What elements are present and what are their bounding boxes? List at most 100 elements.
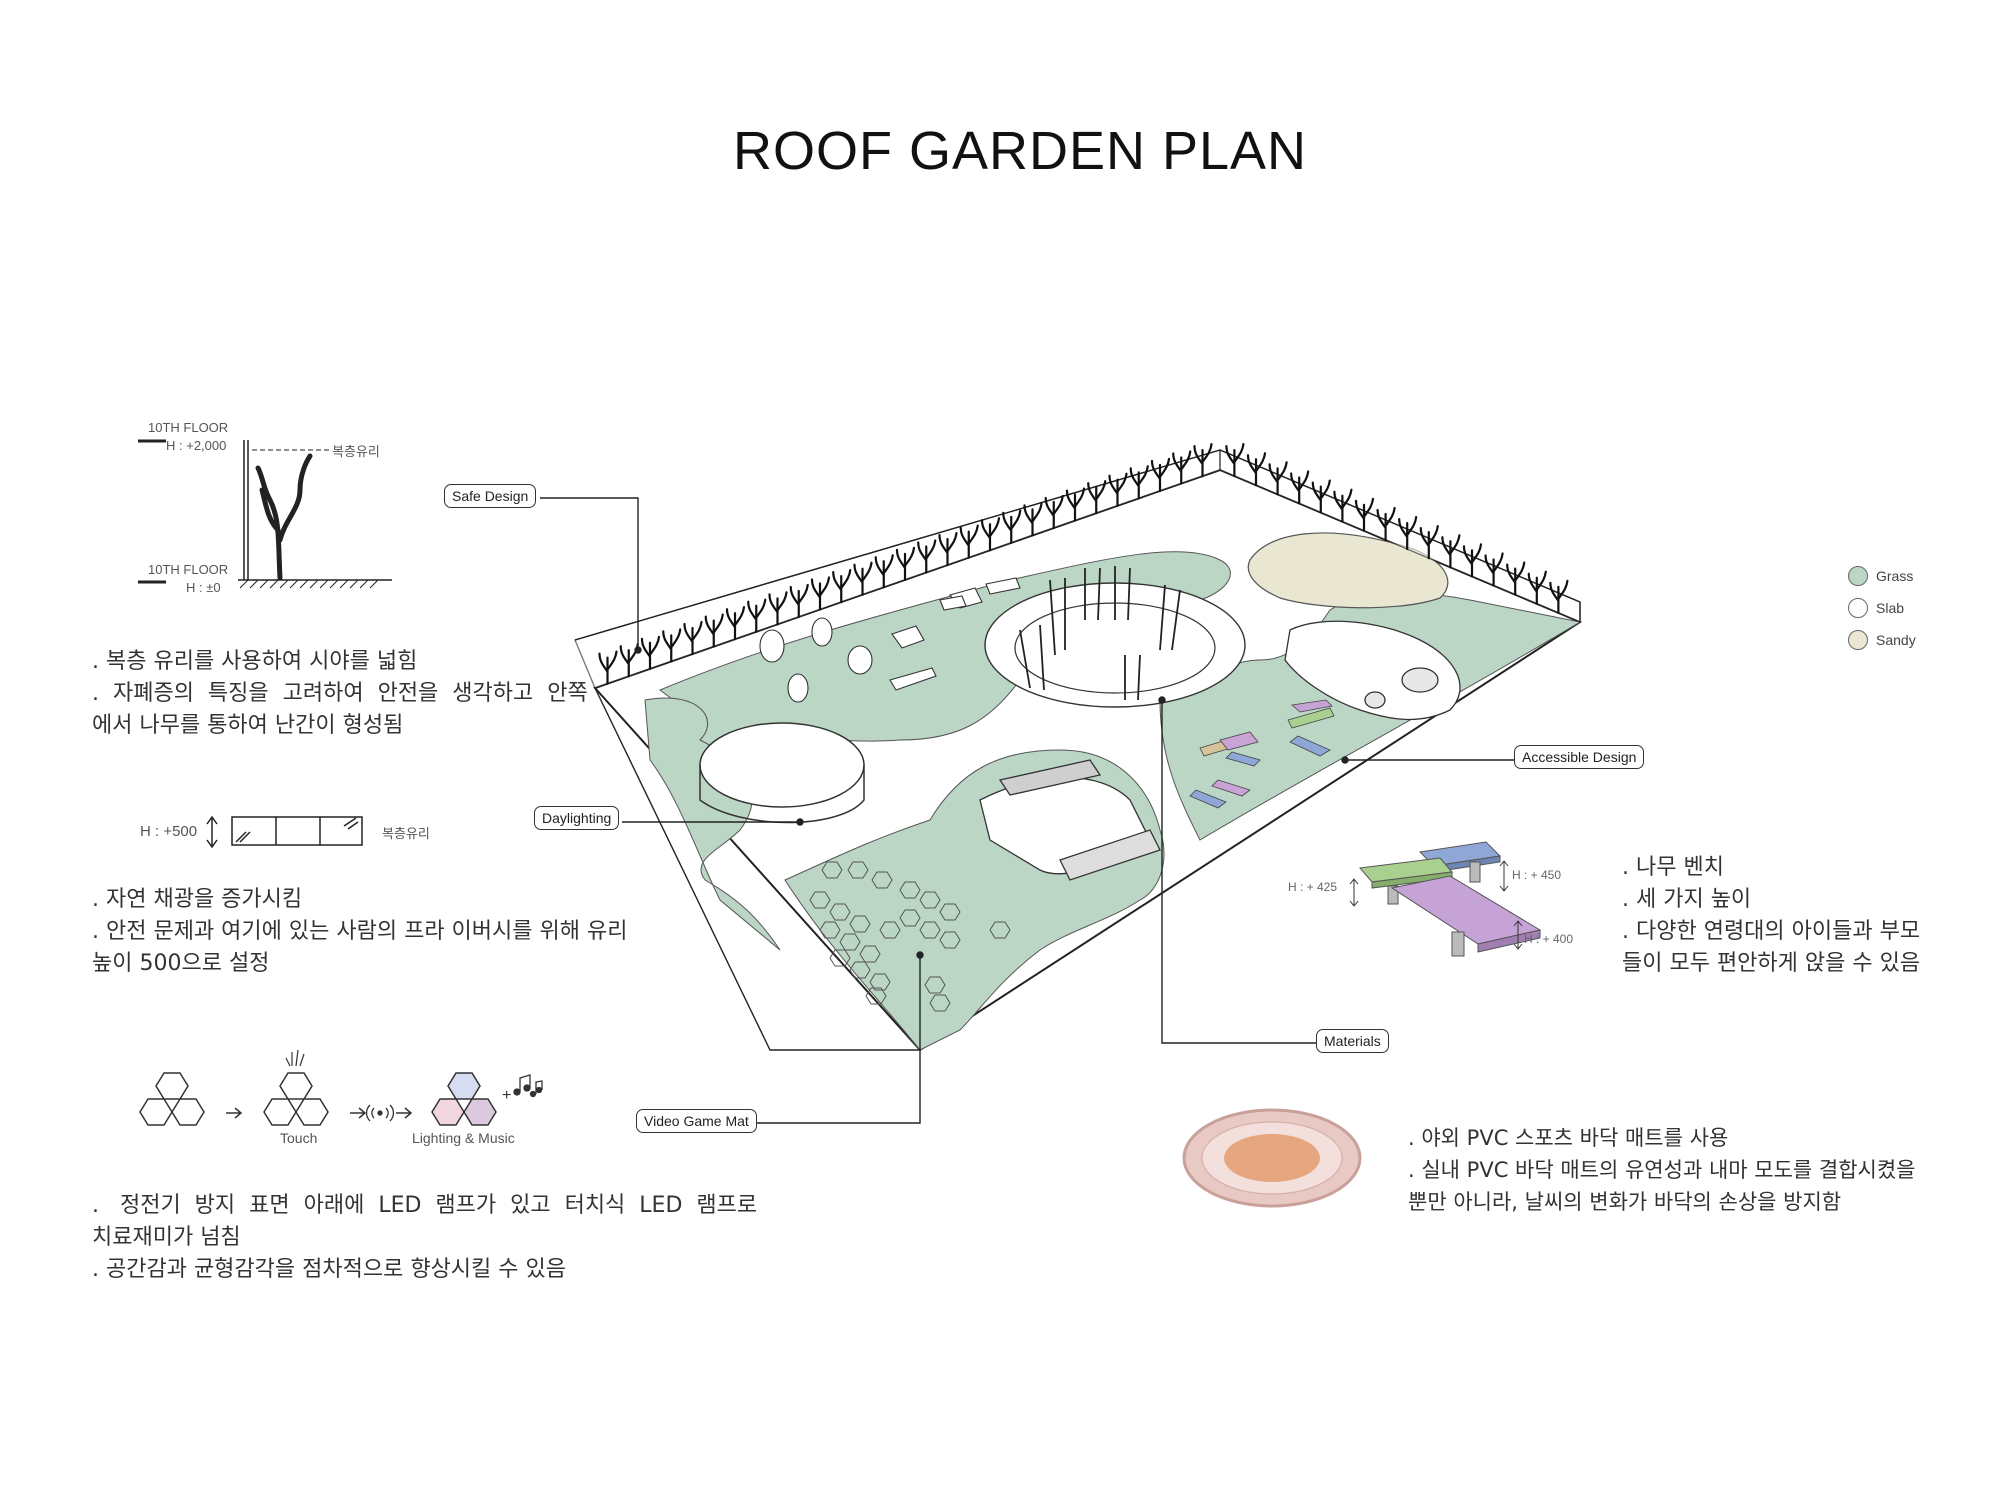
- railing-tree-icon: [874, 554, 894, 589]
- lighting-music-label: Lighting & Music: [412, 1130, 515, 1146]
- bench-height-detail: [1349, 841, 1542, 957]
- pvc-mat-detail: [1182, 1108, 1362, 1208]
- railing-tree-icon: [1193, 443, 1213, 478]
- hexagon-group-idle-icon: [139, 1072, 205, 1126]
- railing-tree-icon: [853, 561, 873, 596]
- glass-label-1: 복층유리: [332, 444, 380, 459]
- glass-wall-section-detail: [138, 439, 392, 589]
- glass-height-detail: [206, 815, 363, 849]
- railing-tree-icon: [1506, 561, 1526, 596]
- page-title: ROOF GARDEN PLAN: [732, 121, 1308, 181]
- legend: Grass Slab Sandy: [1848, 560, 1916, 656]
- section3-notes: . 정전기 방지 표면 아래에 LED 램프가 있고 터치식 LED 램프로 치…: [92, 1193, 758, 1282]
- hexagon-touch-sequence: +: [139, 1049, 543, 1126]
- railing-tree-icon: [1065, 487, 1086, 522]
- legend-item-grass: Grass: [1848, 560, 1916, 592]
- railing-tree-icon: [1398, 515, 1418, 551]
- railing-tree-icon: [917, 539, 937, 574]
- bench-purple-icon: [1390, 875, 1542, 957]
- legend-label-slab: Slab: [1876, 600, 1905, 616]
- railing-tree-icon: [768, 591, 788, 626]
- floor-bottom-label: 10TH FLOOR: [148, 562, 229, 577]
- bench-height-450: H : + 450: [1512, 868, 1562, 882]
- pvc-mat-inner: [1224, 1134, 1320, 1182]
- callout-materials: Materials: [1316, 1029, 1389, 1053]
- signal-icon: [365, 1104, 395, 1122]
- railing-tree-icon: [747, 598, 767, 633]
- tree-icon: [255, 453, 313, 581]
- hand-touch-icon: [285, 1049, 305, 1067]
- railing-tree-icon: [938, 531, 958, 567]
- railing-tree-icon: [1268, 461, 1288, 496]
- arrow-icon: [396, 1107, 413, 1119]
- video-game-mat-hexes: [809, 861, 1011, 1012]
- railing-tree-icon: [1484, 552, 1504, 587]
- hexagon-group-touch-icon: [263, 1072, 329, 1126]
- railing-tree-icon: [1549, 579, 1569, 614]
- sandy-area: [1247, 532, 1449, 609]
- legend-swatch-sandy: [1848, 630, 1868, 650]
- railing-tree-icon: [1462, 543, 1483, 578]
- railing-tree-icon: [1333, 488, 1353, 523]
- railing-tree-icon: [810, 576, 831, 611]
- arrow-icon: [350, 1107, 367, 1119]
- railing-tree-icon: [980, 517, 1001, 552]
- railing-tree-icon: [1108, 472, 1128, 507]
- floor-bottom-height: H : ±0: [186, 580, 221, 595]
- callout-leaders: [540, 497, 1520, 1124]
- railing-tree-icon: [598, 650, 618, 685]
- railing-tree-icon: [1246, 452, 1267, 487]
- daylight-skylight: [699, 722, 865, 808]
- roof-plan-isometric: [574, 442, 1583, 1052]
- legend-item-sandy: Sandy: [1848, 624, 1916, 656]
- glass-label-2: 복층유리: [382, 826, 430, 841]
- music-note-icon: [513, 1074, 543, 1098]
- railing-tree-icon: [1419, 525, 1439, 560]
- bench-height-425: H : + 425: [1288, 880, 1338, 894]
- railing-tree-icon: [832, 569, 852, 604]
- mat-notes: . 야외 PVC 스포츠 바닥 매트를 사용 . 실내 PVC 바닥 매트의 유…: [1408, 1126, 1916, 1214]
- legend-label-sandy: Sandy: [1876, 632, 1916, 648]
- arrow-icon: [226, 1107, 243, 1119]
- railing-tree-icon: [1354, 497, 1375, 532]
- railing-tree-icon: [895, 546, 916, 581]
- play-pods: [759, 577, 1021, 703]
- railing-tree-icon: [1087, 480, 1107, 515]
- plus-icon: +: [502, 1087, 511, 1104]
- railing-tree-icon: [1311, 479, 1331, 514]
- railing-tree-icon: [1172, 450, 1192, 485]
- callout-video-game-mat: Video Game Mat: [636, 1109, 757, 1133]
- touch-label: Touch: [280, 1130, 318, 1146]
- railing-tree-icon: [662, 628, 682, 663]
- railing-tree-icon: [683, 620, 703, 656]
- railing-tree-icon: [1376, 506, 1396, 542]
- slide-structure: [979, 759, 1161, 881]
- hexagon-group-lit-icon: [431, 1072, 497, 1126]
- swing-frames: [1019, 566, 1181, 701]
- floor-top-label: 10TH FLOOR: [148, 420, 229, 435]
- grass-area-left: [644, 697, 781, 951]
- railing-tree-icon: [1129, 465, 1149, 500]
- railing-tree-icon: [1150, 457, 1171, 493]
- tunnel-structure: [1284, 620, 1461, 721]
- railing-tree-icon: [959, 524, 979, 559]
- legend-swatch-grass: [1848, 566, 1868, 586]
- legend-swatch-slab: [1848, 598, 1868, 618]
- bench-height-400: H : + 400: [1524, 932, 1574, 946]
- section2-notes: . 자연 채광을 증가시킴 . 안전 문제과 여기에 있는 사람의 프라 이버시…: [92, 887, 628, 976]
- railing-wall: [574, 448, 1581, 689]
- callout-accessible-design: Accessible Design: [1514, 745, 1645, 769]
- railing-tree-icon: [1527, 570, 1547, 605]
- railing-tree-icon: [1023, 502, 1043, 537]
- plan-benches: [1189, 699, 1335, 809]
- grass-area-right: [1159, 592, 1582, 841]
- bench-green-icon: [1359, 857, 1453, 905]
- legend-item-slab: Slab: [1848, 592, 1916, 624]
- railing-tree-icon: [789, 583, 809, 619]
- legend-label-grass: Grass: [1876, 568, 1914, 584]
- railing-tree-icon: [704, 613, 724, 648]
- railing-tree-icon: [1002, 509, 1022, 544]
- floor-top-height: H : +2,000: [166, 438, 227, 453]
- callout-daylighting: Daylighting: [534, 806, 620, 830]
